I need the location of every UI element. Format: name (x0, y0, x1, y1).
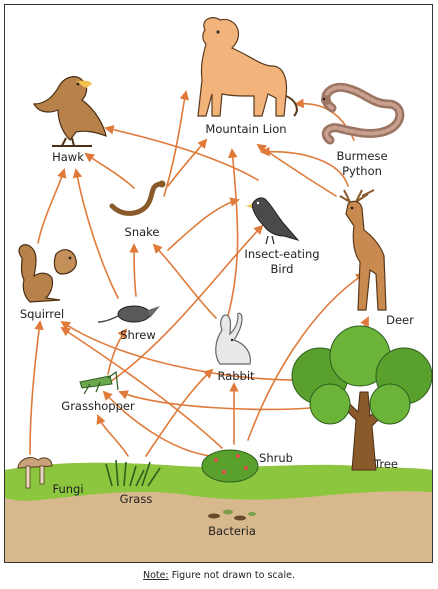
rabbit-label: Rabbit (217, 369, 255, 383)
tree-label: Tree (373, 457, 398, 471)
snake-label: Snake (125, 225, 160, 239)
python-label-line1: Burmese (336, 149, 387, 163)
shrub-label: Shrub (259, 451, 293, 465)
bird-label-line2: Bird (271, 262, 294, 276)
note-prefix: Note: (143, 570, 169, 581)
grasshopper-label: Grasshopper (61, 399, 135, 413)
shrub-icon (202, 450, 258, 482)
bird-label-line1: Insect-eating (244, 247, 319, 261)
python-label-line2: Python (342, 164, 382, 178)
shrew-label: Shrew (120, 328, 156, 342)
grass-label: Grass (120, 492, 153, 506)
fungi-label: Fungi (52, 482, 83, 496)
note-text: Figure not drawn to scale. (169, 570, 295, 581)
bacteria-label: Bacteria (208, 524, 256, 538)
squirrel-label: Squirrel (20, 307, 64, 321)
figure-note: Note: Figure not drawn to scale. (143, 570, 295, 581)
hawk-label: Hawk (52, 150, 84, 164)
deer-label: Deer (386, 313, 414, 327)
mountain-lion-label: Mountain Lion (205, 122, 286, 136)
